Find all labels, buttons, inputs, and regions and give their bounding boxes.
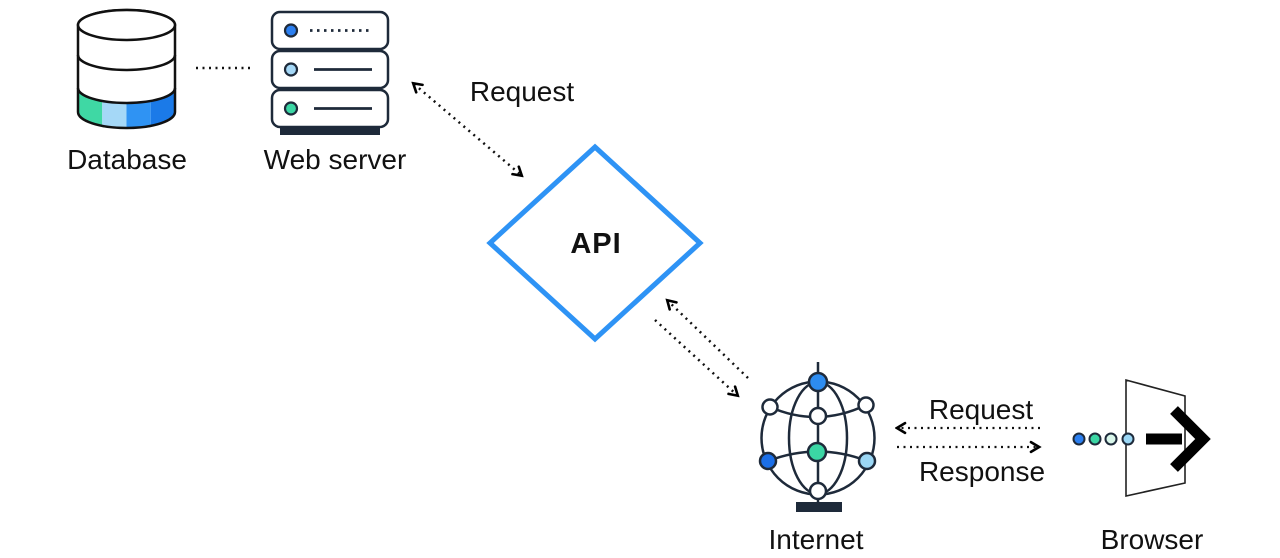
- webserver-api-request-label: Request: [470, 76, 575, 107]
- server-base: [280, 126, 380, 135]
- data-dot-blue: [1072, 432, 1086, 446]
- internet-to-api-arrow: [668, 301, 749, 379]
- globe-stand: [796, 502, 842, 512]
- server-led-teal: [283, 101, 299, 116]
- browser-label: Browser: [1101, 524, 1204, 555]
- globe-node-teal: [806, 441, 828, 463]
- api-diamond-icon: API: [486, 143, 704, 343]
- webserver-api-arrow: [414, 84, 521, 175]
- globe-node-upper-left: [761, 398, 779, 416]
- database-icon: [76, 8, 177, 130]
- globe-node-top-blue: [807, 371, 829, 393]
- server-unit-1: [270, 10, 390, 51]
- data-dot-lightblue: [1121, 432, 1135, 446]
- internet-label: Internet: [769, 524, 864, 555]
- api-diamond: [486, 143, 704, 343]
- browser-response-label: Response: [919, 456, 1045, 487]
- web-server-icon: [270, 10, 390, 135]
- browser-icon: [1072, 378, 1211, 497]
- globe-node-lower-right-lightblue: [857, 451, 877, 471]
- api-to-internet-arrow: [654, 319, 737, 395]
- database-label: Database: [67, 144, 187, 175]
- data-dot-mint: [1104, 432, 1118, 446]
- database-separator-2: [76, 87, 177, 105]
- database-top-ellipse: [76, 8, 177, 42]
- browser-arrow-head: [1170, 406, 1211, 472]
- globe-node-upper-right: [857, 396, 875, 414]
- browser-arrow-shaft: [1146, 433, 1182, 445]
- globe-node-bottom: [808, 481, 828, 501]
- web-server-label: Web server: [264, 144, 407, 175]
- database-separator-1: [76, 54, 177, 72]
- browser-request-label: Request: [929, 394, 1034, 425]
- internet-globe-icon: [758, 362, 877, 512]
- globe-node-lower-left-blue: [758, 451, 778, 471]
- globe-node-center: [808, 406, 828, 426]
- server-led-lightblue: [283, 62, 299, 77]
- api-label: API: [570, 228, 621, 260]
- data-dot-teal: [1088, 432, 1102, 446]
- server-led-blue: [283, 23, 299, 38]
